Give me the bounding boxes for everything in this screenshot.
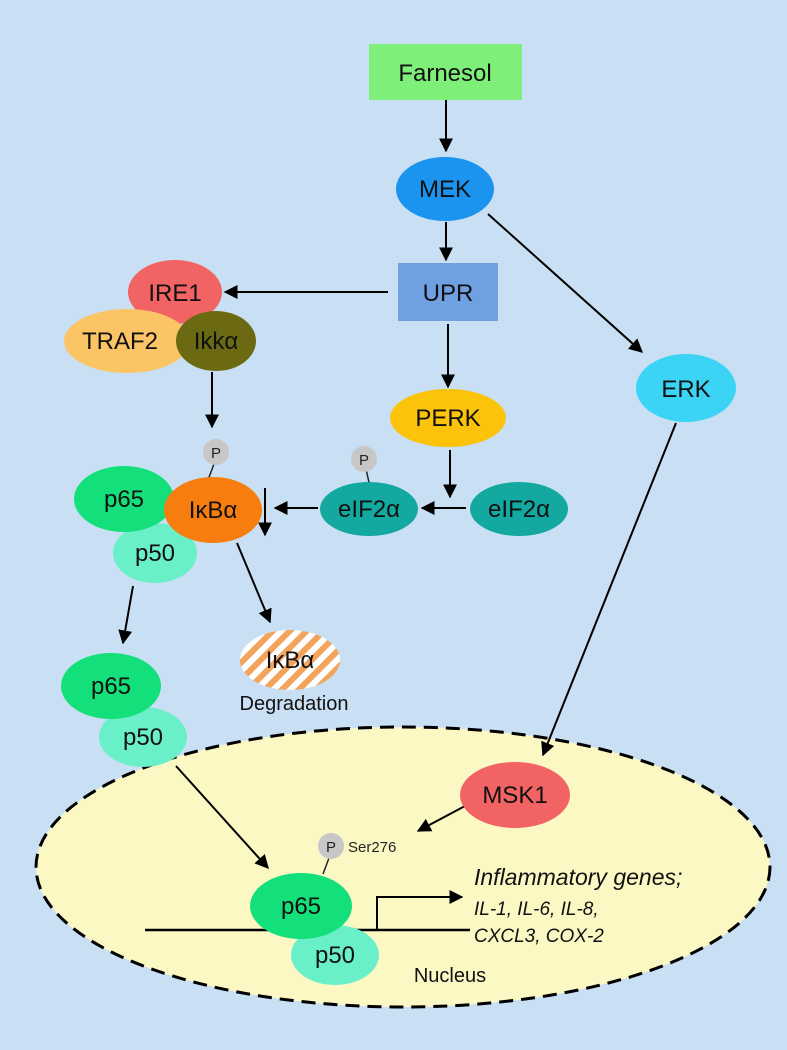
upr-label: UPR (423, 280, 474, 307)
ikba-phospho-circle (203, 439, 229, 465)
arrow-msk1-p65 (416, 805, 466, 832)
p65-cytoplasm-label: p65 (104, 486, 144, 513)
p50-cytoplasm-node (113, 523, 197, 583)
p50-nucleus-label: p50 (315, 942, 355, 969)
ire1-node (128, 260, 222, 324)
arrow-mek-erk (487, 213, 644, 353)
ikka-label: Ikkα (194, 328, 239, 355)
eif2a-phospho-label: P (359, 452, 369, 469)
p50-cytoplasm-label: p50 (135, 540, 175, 567)
arrow-ikba-degradation (236, 542, 272, 624)
eif2a-phospho-text: eIF2α (338, 496, 400, 523)
transcription-start-arrow (376, 890, 464, 930)
ikba-label: IκBα (189, 497, 238, 524)
ikba-degraded-node (240, 630, 340, 690)
mek-label: MEK (419, 176, 471, 203)
p50-nucleus-node (291, 925, 379, 985)
msk1-label: MSK1 (482, 782, 547, 809)
p50-free-node (99, 707, 187, 767)
upr-box (398, 263, 498, 321)
ire1-label: IRE1 (148, 280, 201, 307)
ikka-node (176, 311, 256, 371)
degradation-label: Degradation (240, 693, 349, 715)
nucleus-membrane (34, 725, 772, 1009)
arrow-complex-release (118, 585, 134, 645)
mek-node (396, 157, 494, 221)
genes-line2: CXCL3, COX-2 (474, 926, 604, 947)
ikba-node (164, 477, 262, 543)
erk-label: ERK (661, 376, 710, 403)
p65-phospho-circle (318, 833, 344, 859)
arrow-complex-nuclear-import (175, 765, 269, 870)
farnesol-box (369, 44, 522, 100)
perk-label: PERK (415, 405, 480, 432)
p65-phospho-label: P (326, 839, 336, 856)
nucleus-label: Nucleus (414, 965, 486, 987)
erk-node (636, 354, 736, 422)
eif2a-node (470, 482, 568, 536)
ser276-label: Ser276 (348, 839, 396, 856)
eif2a-phospho-node (320, 482, 418, 536)
p65-phospho-link (322, 857, 330, 875)
p65-free-label: p65 (91, 673, 131, 700)
genes-title: Inflammatory genes; (474, 864, 682, 890)
p65-nucleus-node (250, 873, 352, 939)
msk1-node (460, 762, 570, 828)
p65-nucleus-label: p65 (281, 893, 321, 920)
farnesol-label: Farnesol (398, 60, 491, 87)
ikba-phospho-label: P (211, 445, 221, 462)
p65-free-node (61, 653, 161, 719)
eif2a-phospho-circle (351, 446, 377, 472)
genes-line1: IL-1, IL-6, IL-8, (474, 899, 599, 920)
perk-node (390, 389, 506, 447)
eif2a-text: eIF2α (488, 496, 550, 523)
p50-free-label: p50 (123, 724, 163, 751)
ikba-degraded-label: IκBα (266, 647, 315, 674)
p65-cytoplasm-node (74, 466, 174, 532)
traf2-node (64, 309, 190, 373)
traf2-label: TRAF2 (82, 328, 158, 355)
arrow-erk-msk1 (541, 422, 677, 757)
